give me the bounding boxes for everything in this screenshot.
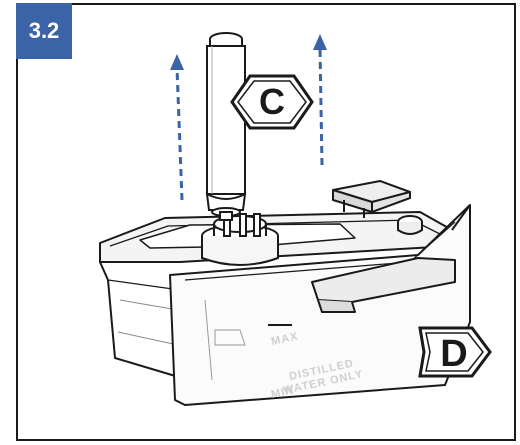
arrow-up-icon	[170, 54, 184, 201]
tank-max-marking: MAX	[270, 330, 299, 347]
step-number-badge: 3.2	[16, 3, 72, 59]
filter-label: C	[259, 81, 285, 122]
callout-d-icon	[418, 326, 492, 378]
filter-cartridge	[205, 32, 247, 221]
tank-label: D	[440, 333, 467, 375]
callout-c-icon	[230, 74, 314, 130]
tank-min-marking: MIN	[270, 384, 295, 401]
arrow-up-icon	[313, 34, 327, 166]
water-tank	[99, 204, 471, 406]
tank-lid	[332, 180, 411, 218]
